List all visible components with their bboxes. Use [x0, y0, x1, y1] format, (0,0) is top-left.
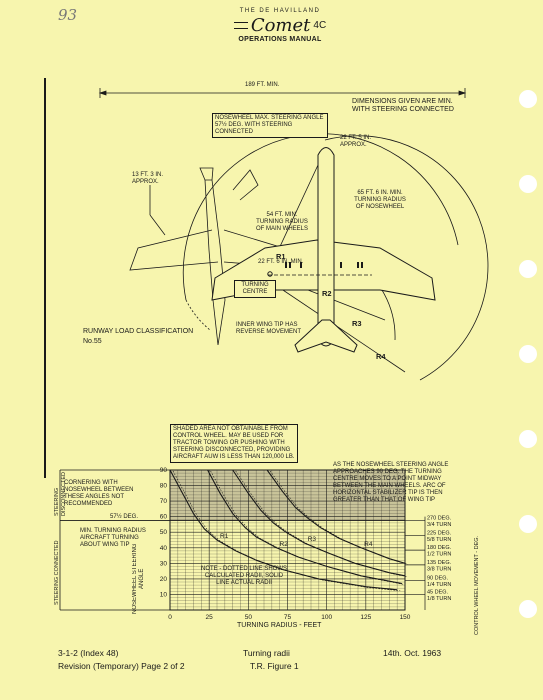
- right-axis-label: 45 DEG.: [427, 589, 449, 595]
- rlc-label: RUNWAY LOAD CLASSIFICATION: [83, 328, 194, 335]
- turning-centre-label: TURNING CENTRE: [234, 280, 276, 298]
- min-turn-note: MIN. TURNING RADIUS AIRCRAFT TURNING ABO…: [80, 528, 146, 548]
- radius-label-r2: R2: [322, 289, 332, 298]
- series-label-r3: R3: [308, 536, 317, 543]
- right-axis-label-sub: 1/8 TURN: [427, 596, 451, 602]
- y-tick-label: 80: [160, 483, 168, 490]
- punch-hole: [519, 260, 537, 278]
- punch-hole: [519, 430, 537, 448]
- radius-label-r3: R3: [352, 319, 362, 328]
- dim-22ft-6in: 22 FT. 6 IN. MIN.: [258, 259, 304, 265]
- series-line-r3: [232, 469, 406, 577]
- right-axis-label: 225 DEG.: [427, 530, 452, 536]
- punch-hole: [519, 175, 537, 193]
- x-tick-label: 125: [360, 614, 371, 621]
- handwritten-page-number: 93: [58, 6, 78, 24]
- y-tick-label: 40: [160, 545, 168, 552]
- series-dotted-r4: [269, 470, 409, 565]
- right-axis-label: 180 DEG.: [427, 545, 452, 551]
- series-label-r4: R4: [364, 541, 373, 548]
- right-axis-label-sub: 3/8 TURN: [427, 566, 451, 572]
- plot-frame: [169, 469, 406, 611]
- dotted-line-note: NOTE - DOTTED LINE SHOWS CALCULATED RADI…: [200, 566, 287, 586]
- footer-title: Turning radii: [243, 648, 290, 658]
- radius-label-r1: R1: [276, 252, 286, 261]
- dim-65ft-6in: 65 FT. 6 IN. MIN. TURNING RADIUS OF NOSE…: [354, 190, 406, 210]
- margin-bar: [44, 78, 46, 478]
- series-dotted-r2: [210, 470, 405, 585]
- y-tick-label: 60: [160, 514, 168, 521]
- series-dotted-r3: [235, 470, 409, 578]
- aircraft-logo: Comet: [250, 15, 311, 36]
- header: THE DE HAVILLAND Comet 4C OPERATIONS MAN…: [210, 8, 350, 43]
- x-tick-label: 0: [168, 614, 172, 621]
- punch-hole: [519, 600, 537, 618]
- radius-label-r4: R4: [376, 352, 386, 361]
- y-tick-label: 20: [160, 576, 168, 583]
- x-tick-label: 25: [206, 614, 214, 621]
- y-tick-label: 30: [160, 560, 168, 567]
- series-line-r1: [169, 469, 398, 591]
- y-tick-label: 70: [160, 498, 168, 505]
- dim-22ft-5in: 22 FT. 5 IN. APPROX.: [340, 135, 372, 148]
- right-axis-label-sub: 1/4 TURN: [427, 582, 451, 588]
- dimensions-note: DIMENSIONS GIVEN ARE MIN. WITH STEERING …: [352, 98, 454, 113]
- right-axis-label-sub: 3/4 TURN: [427, 522, 451, 528]
- shaded-area-note: SHADED AREA NOT OBTAINABLE FROM CONTROL …: [170, 424, 298, 463]
- inner-tip-note: INNER WING TIP HAS REVERSE MOVEMENT: [236, 322, 302, 335]
- angle-57-label: 57½ DEG.: [110, 514, 139, 520]
- punch-hole: [519, 90, 537, 108]
- right-axis-label: 270 DEG.: [427, 516, 452, 522]
- width-dimension: 189 FT. MIN.: [245, 82, 280, 88]
- steering-connected-label: STEERING CONNECTED: [54, 540, 60, 606]
- y-tick-label: 90: [160, 467, 168, 474]
- footer-section: 3-1-2 (Index 48): [58, 648, 119, 658]
- dim-54ft: 54 FT. MIN. TURNING RADIUS OF MAIN WHEEL…: [256, 212, 309, 232]
- series-dotted-r1: [172, 470, 401, 592]
- nosewheel-max-label: NOSEWHEEL MAX. STEERING ANGLE 57½ DEG. W…: [212, 113, 328, 138]
- x-axis-label: TURNING RADIUS - FEET: [237, 622, 322, 629]
- series-label-r2: R2: [280, 541, 289, 548]
- right-axis-label-sub: 5/8 TURN: [427, 537, 451, 543]
- approach-90-note: AS THE NOSEWHEEL STEERING ANGLE APPROACH…: [333, 462, 449, 503]
- aircraft-model: 4C: [313, 20, 327, 31]
- x-tick-label: 100: [321, 614, 332, 621]
- dim-13ft-3in: 13 FT. 3 IN. APPROX.: [132, 172, 164, 185]
- logo-stripes: [233, 22, 248, 29]
- x-tick-label: 75: [284, 614, 292, 621]
- y-axis-label: NOSEWHEEL STEERING ANGLE: [132, 543, 145, 615]
- company-name: THE DE HAVILLAND: [239, 8, 321, 14]
- right-axis-label: 90 DEG.: [427, 575, 449, 581]
- y-tick-label: 50: [160, 529, 168, 536]
- footer-figure: T.R. Figure 1: [250, 661, 299, 671]
- x-tick-label: 150: [400, 614, 411, 621]
- cornering-note: CORNERING WITH NOSEWHEEL BETWEEN THESE A…: [64, 480, 134, 507]
- series-label-r1: R1: [220, 533, 229, 540]
- right-axis-label-sub: 1/2 TURN: [427, 552, 451, 558]
- punch-hole: [519, 345, 537, 363]
- x-tick-label: 50: [245, 614, 253, 621]
- steering-disconnected-label: STEERING DISCONNECTED: [54, 471, 67, 516]
- right-axis-label: 135 DEG.: [427, 560, 452, 566]
- manual-title: OPERATIONS MANUAL: [238, 36, 322, 43]
- right-axis-label: CONTROL WHEEL MOVEMENT - DEG.: [474, 535, 480, 635]
- footer-date: 14th. Oct. 1963: [383, 648, 442, 658]
- y-tick-label: 10: [160, 591, 168, 598]
- footer-revision: Revision (Temporary) Page 2 of 2: [58, 661, 185, 671]
- punch-hole: [519, 515, 537, 533]
- rlc-value: No.55: [83, 338, 102, 345]
